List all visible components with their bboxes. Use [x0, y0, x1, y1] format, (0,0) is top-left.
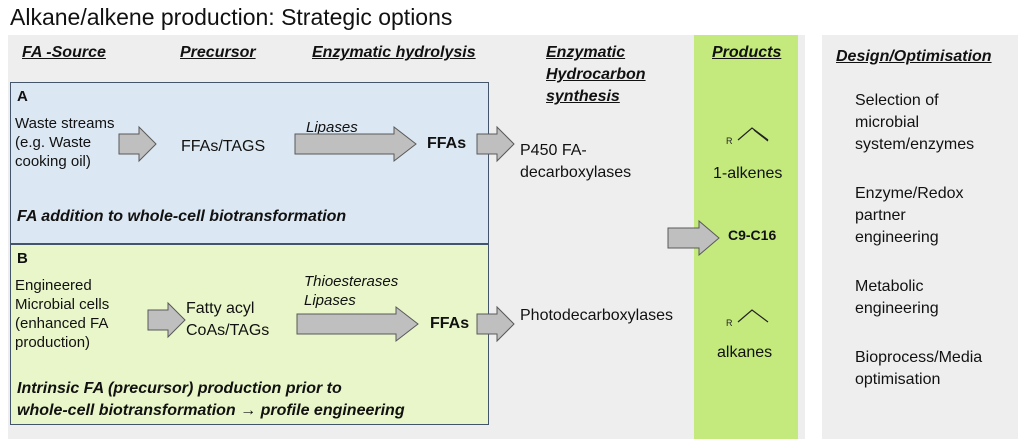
box-b-precursor-line: CoAs/TAGs — [186, 322, 270, 339]
design-line: system/enzymes — [855, 136, 975, 153]
box-b-source-line: Engineered — [15, 277, 92, 294]
box-a-enzyme: Lipases — [306, 119, 358, 136]
box-a-source: Waste streams (e.g. Waste cooking oil) — [15, 114, 114, 171]
arrow-b-thioesterases — [296, 305, 419, 343]
arrow-a-source-to-precursor — [118, 125, 157, 163]
synthesis-a-line: P450 FA- — [520, 142, 587, 159]
design-line: Selection of — [855, 92, 939, 109]
design-item: Selection of microbial system/enzymes — [855, 90, 974, 156]
design-line: microbial — [855, 114, 920, 131]
arrow-a-ffas-to-synthesis — [476, 125, 515, 163]
design-line: Metabolic — [855, 278, 924, 295]
arrow-a-lipases — [294, 125, 417, 163]
box-b-precursor-line: Fatty acyl — [186, 300, 255, 317]
box-a-precursor: FFAs/TAGS — [181, 138, 266, 155]
header-hydrolysis: Enzymatic hydrolysis — [312, 44, 476, 61]
box-b — [10, 244, 489, 425]
header-hc-synthesis-1: Enzymatic — [546, 44, 626, 61]
box-b-enzyme-line: Lipases — [304, 292, 356, 309]
box-b-letter: B — [17, 250, 28, 267]
synthesis-b: Photodecarboxylases — [520, 307, 673, 324]
diagram-title: Alkane/alkene production: Strategic opti… — [10, 4, 453, 30]
box-a-source-line: cooking oil) — [15, 153, 91, 170]
header-fa-source: FA -Source — [22, 44, 106, 61]
box-b-source-line: (enhanced FA — [15, 315, 109, 332]
box-a-source-line: (e.g. Waste — [15, 134, 92, 151]
box-a-source-line: Waste streams — [15, 115, 115, 132]
header-precursor: Precursor — [180, 44, 256, 61]
box-b-precursor: Fatty acyl CoAs/TAGs — [186, 298, 269, 342]
product-range: C9-C16 — [728, 227, 777, 243]
design-line: optimisation — [855, 371, 941, 388]
box-a-caption: FA addition to whole-cell biotransformat… — [17, 208, 347, 225]
alkene-structure-icon: R — [726, 127, 769, 146]
design-line: Bioprocess/Media — [855, 349, 983, 366]
design-item: Bioprocess/Media optimisation — [855, 347, 982, 391]
box-b-caption-line-1: Intrinsic FA (precursor) production prio… — [17, 380, 342, 397]
box-a-ffas: FFAs — [427, 135, 467, 152]
design-item: Enzyme/Redox partner engineering — [855, 183, 964, 249]
product-alkenes: 1-alkenes — [713, 165, 783, 182]
synthesis-a-line: decarboxylases — [520, 164, 632, 181]
alkane-r-label: R — [726, 318, 733, 328]
box-a — [10, 82, 489, 244]
box-b-ffas: FFAs — [430, 315, 470, 332]
arrow-to-c9-c16 — [667, 219, 720, 257]
box-b-enzyme-line: Thioesterases — [304, 273, 399, 290]
alkane-structure-icon: R — [726, 309, 769, 328]
box-a-letter: A — [17, 88, 28, 105]
synthesis-a: P450 FA- decarboxylases — [520, 140, 631, 184]
box-b-caption-line-2: whole-cell biotransformation → profile e… — [17, 402, 405, 419]
design-line: partner — [855, 207, 906, 224]
header-hc-synthesis-3: synthesis — [546, 88, 620, 105]
box-b-source: Engineered Microbial cells (enhanced FA … — [15, 276, 109, 352]
design-panel — [822, 35, 1018, 439]
design-line: Enzyme/Redox — [855, 185, 964, 202]
arrow-b-source-to-precursor — [147, 301, 186, 339]
alkene-r-label: R — [726, 136, 733, 146]
design-item: Metabolic engineering — [855, 276, 939, 320]
box-b-source-line: production) — [15, 334, 91, 351]
header-products: Products — [712, 44, 782, 61]
design-line: engineering — [855, 300, 939, 317]
design-line: engineering — [855, 229, 939, 246]
arrow-b-ffas-to-synthesis — [476, 305, 515, 343]
header-design: Design/Optimisation — [836, 48, 992, 65]
box-b-source-line: Microbial cells — [15, 296, 110, 313]
box-b-enzymes: Thioesterases Lipases — [304, 272, 398, 310]
header-hc-synthesis-2: Hydrocarbon — [546, 66, 646, 83]
product-alkanes: alkanes — [717, 344, 773, 361]
